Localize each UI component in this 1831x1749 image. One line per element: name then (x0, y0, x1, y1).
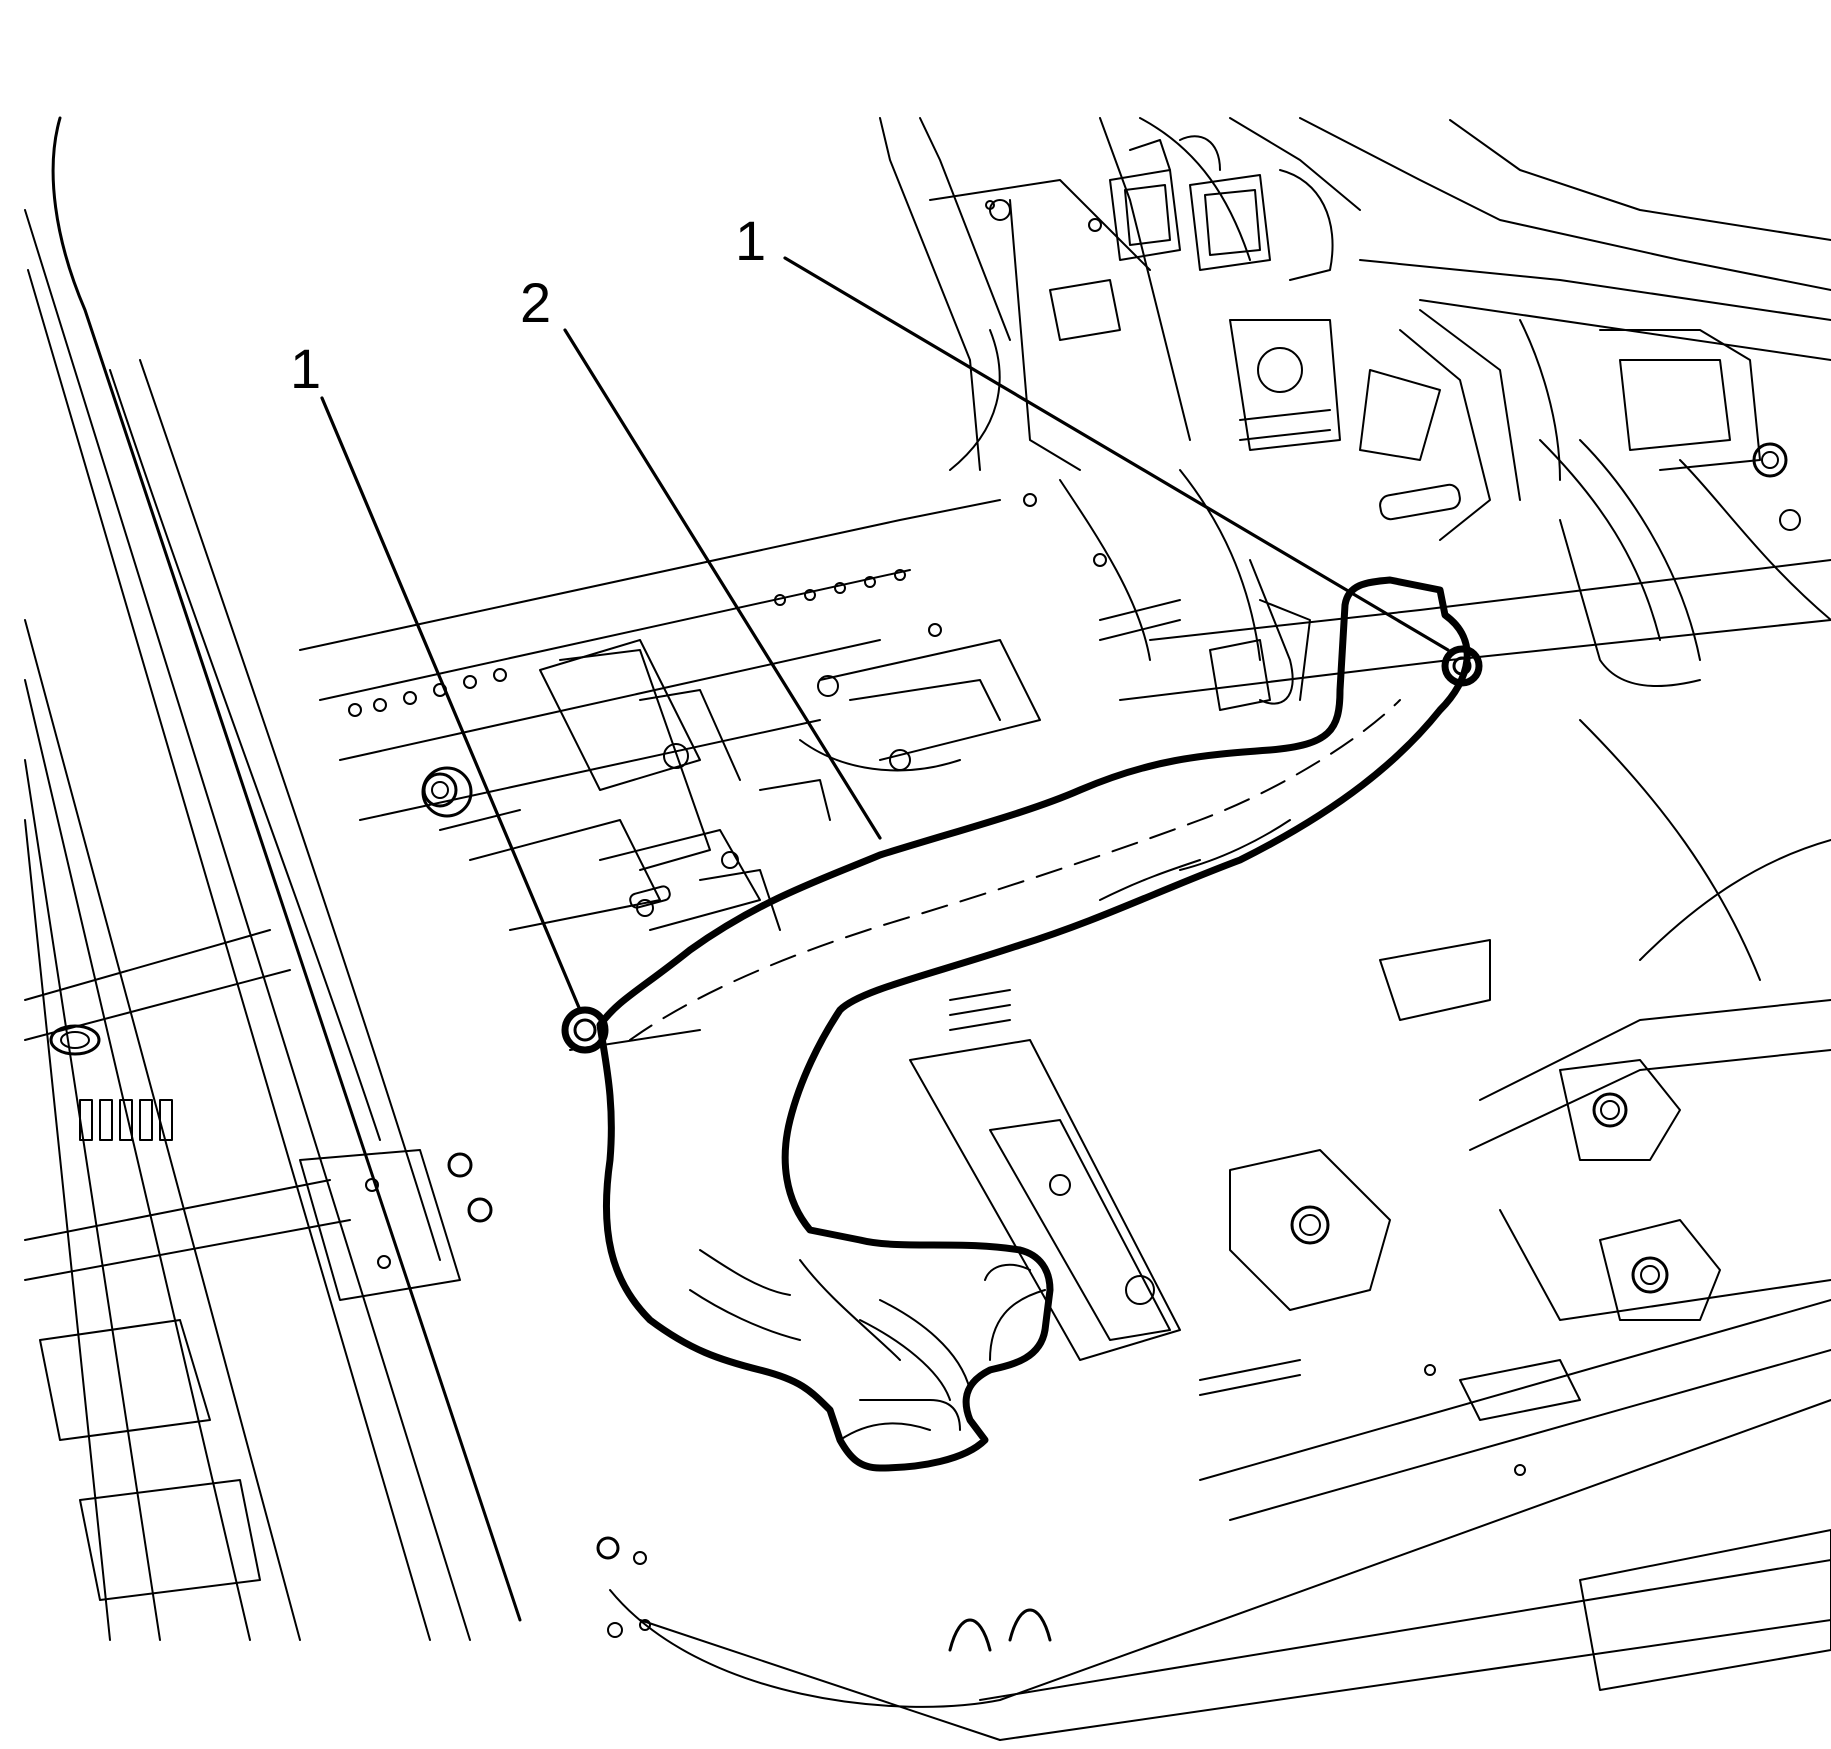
floor-pan (299, 329, 1831, 1741)
callout-leaders (320, 256, 1450, 1012)
leader-1-left (320, 396, 582, 1012)
leader-1-right (783, 256, 1450, 652)
floor-raised-panels (909, 939, 1721, 1652)
left-door-frame (24, 116, 522, 1641)
callout-1-left: 1 (290, 337, 321, 400)
dash-vents (985, 135, 1341, 451)
callout-2: 2 (520, 271, 551, 334)
fastener-cluster (365, 1152, 651, 1638)
dash-structure (879, 117, 1831, 687)
floor-rails (348, 493, 1107, 818)
air-duct-highlighted (596, 576, 1471, 1472)
callout-labels: 1 2 1 (290, 209, 766, 400)
leader-2 (563, 328, 882, 840)
callout-1-right: 1 (735, 209, 766, 272)
center-tunnel (422, 469, 1311, 931)
duct-grommets (561, 645, 1483, 1054)
